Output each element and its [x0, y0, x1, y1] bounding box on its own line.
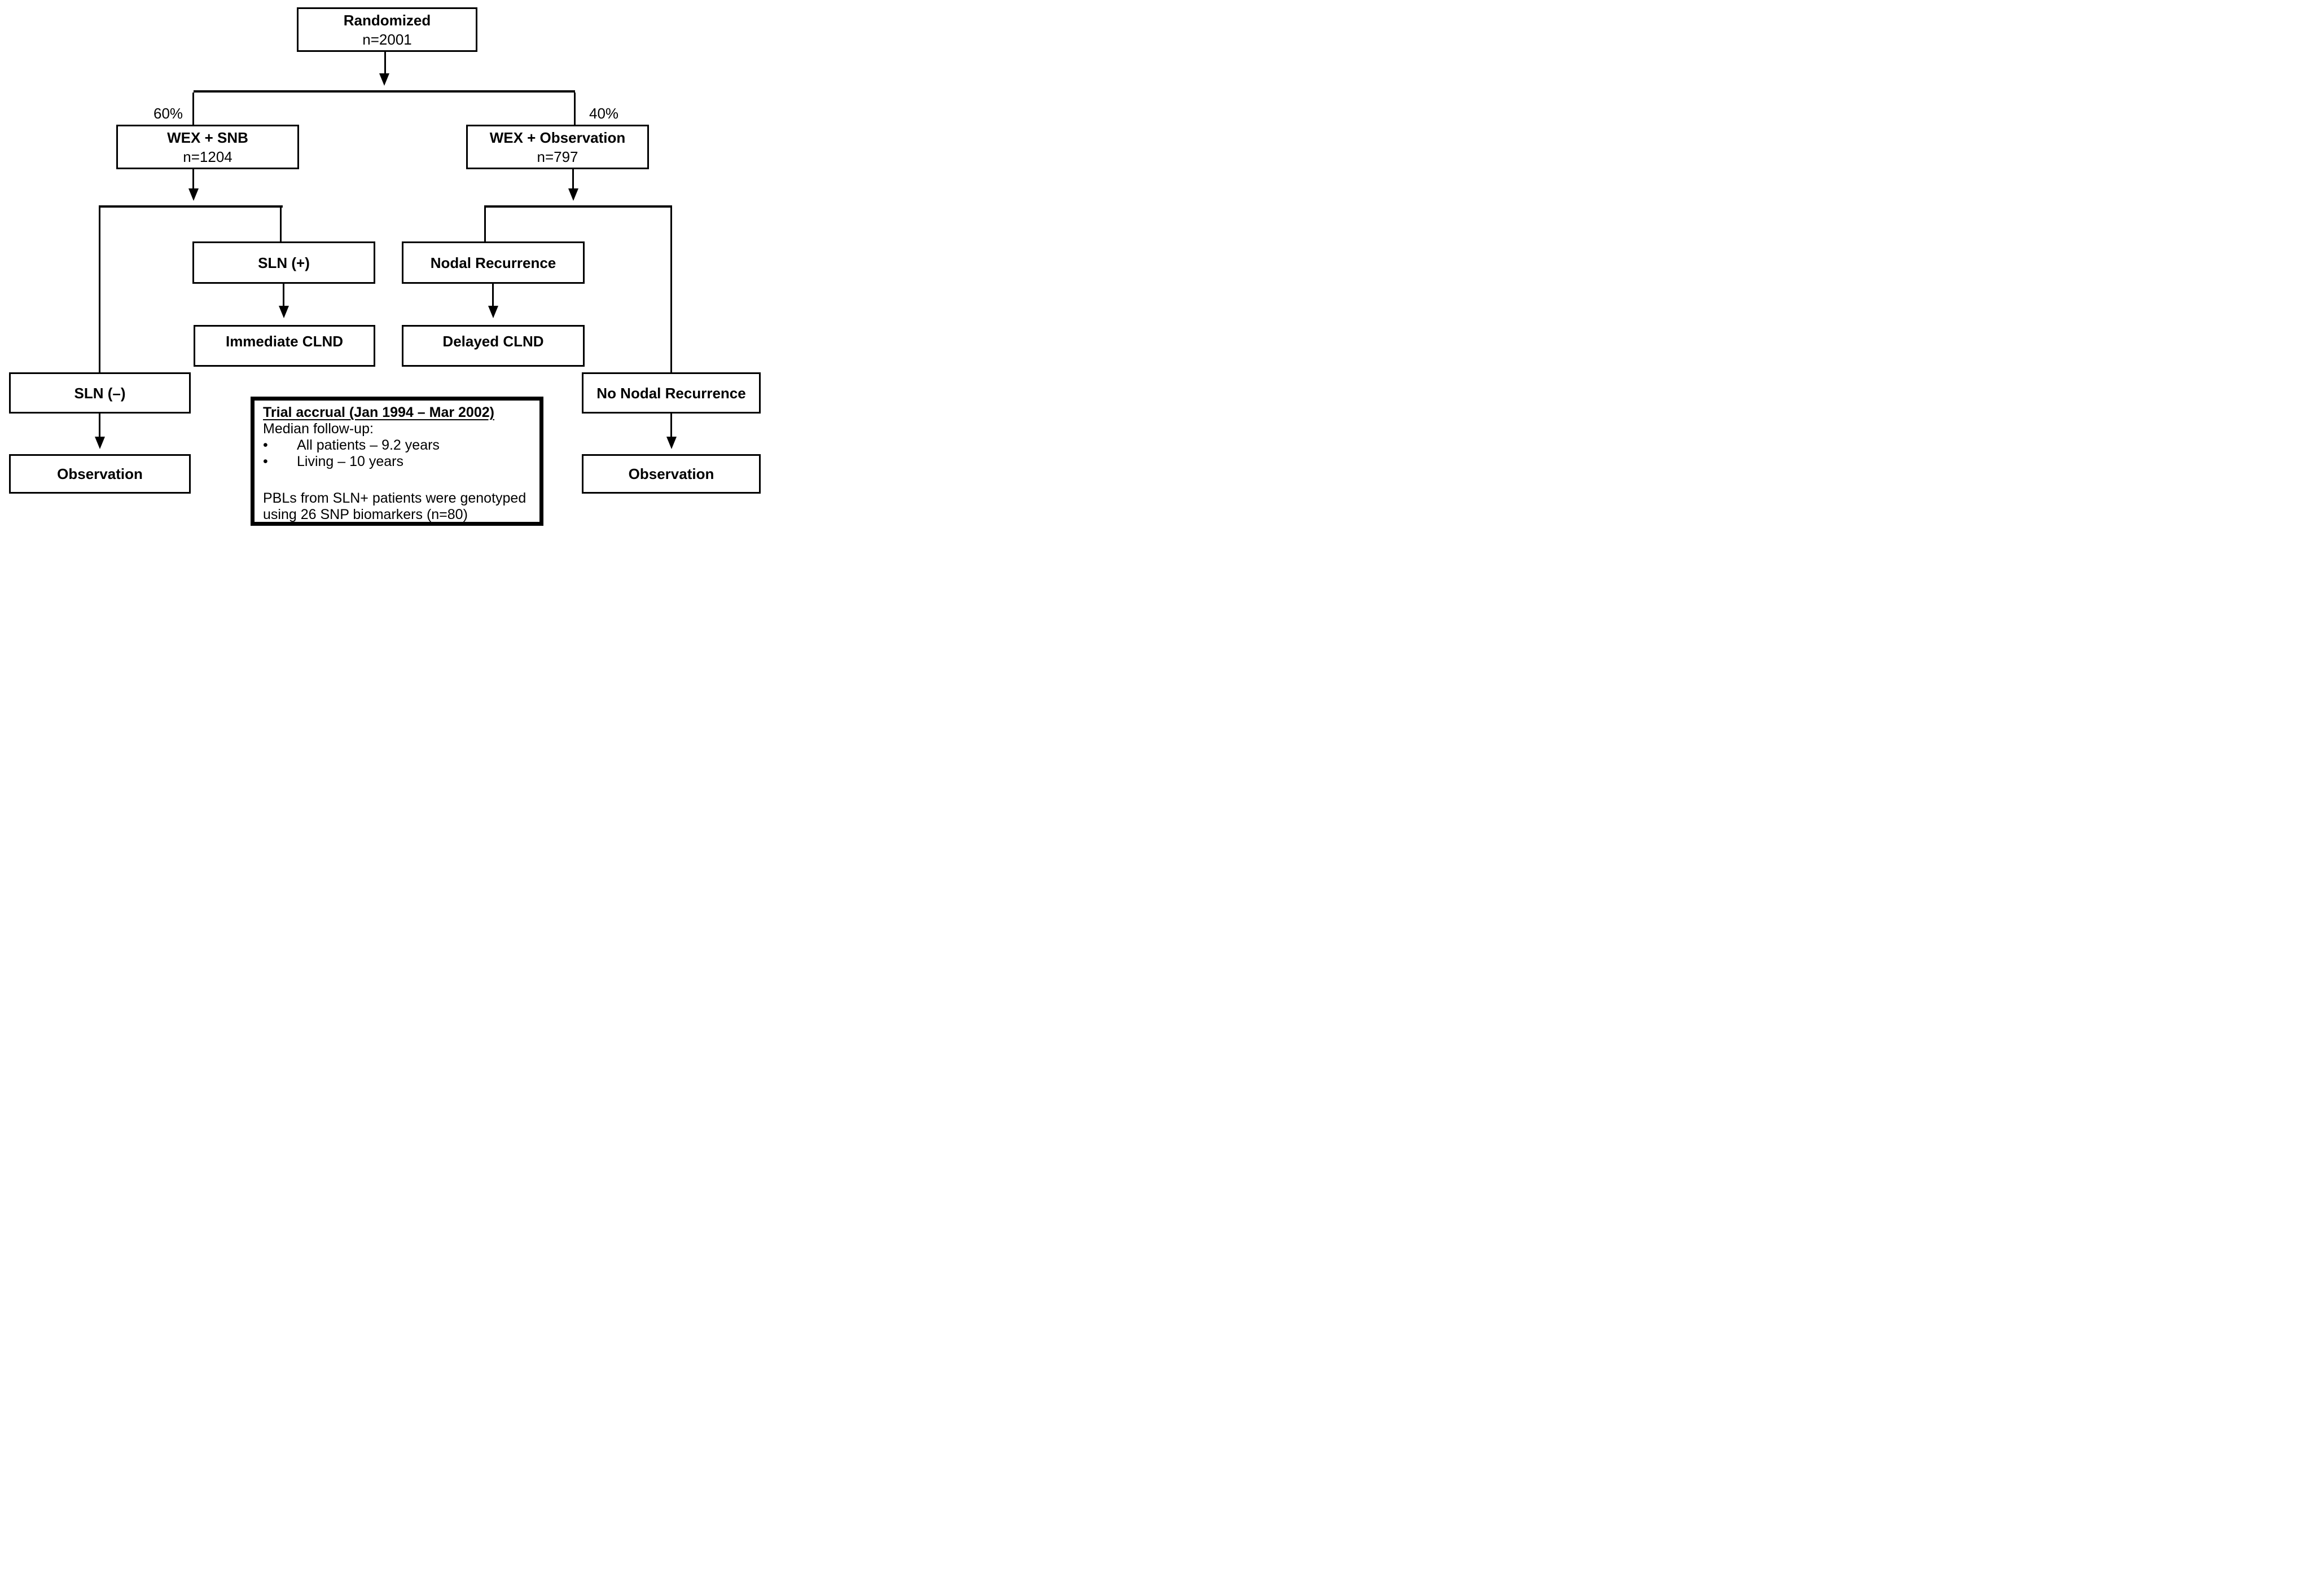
- node-randomized: Randomized n=2001: [297, 7, 477, 52]
- node-wex-observation: WEX + Observation n=797: [466, 125, 649, 169]
- arrowhead-wex-snb-icon: [188, 188, 199, 201]
- connector-nodal-recurrence-drop: [484, 208, 486, 241]
- node-sln-positive: SLN (+): [192, 241, 375, 284]
- note-bullet-all-patients: • All patients – 9.2 years: [263, 437, 534, 454]
- node-observation-right-label: Observation: [628, 465, 714, 482]
- connector-nodal-recurrence-stem: [492, 284, 494, 307]
- note-bullet-all-patients-text: All patients – 9.2 years: [297, 437, 440, 453]
- node-sln-positive-label: SLN (+): [258, 254, 310, 271]
- node-delayed-clnd: Delayed CLND: [402, 325, 585, 367]
- node-immediate-clnd: Immediate CLND: [194, 325, 375, 367]
- trial-accrual-note-box: Trial accrual (Jan 1994 – Mar 2002) Medi…: [251, 397, 543, 526]
- node-wex-observation-title: WEX + Observation: [489, 129, 626, 146]
- node-no-nodal-recurrence-label: No Nodal Recurrence: [596, 384, 746, 402]
- connector-sln-positive-stem: [283, 284, 284, 307]
- node-observation-right: Observation: [582, 454, 761, 494]
- arrowhead-wex-observation-icon: [568, 188, 578, 201]
- trial-flow-diagram: Randomized n=2001 60% 40% WEX + SNB n=12…: [0, 0, 766, 532]
- note-intro: Median follow-up:: [263, 421, 374, 437]
- connector-split1-crossbar: [194, 90, 575, 93]
- connector-wex-observation-stem: [572, 169, 574, 190]
- connector-sln-negative-drop: [99, 208, 100, 372]
- node-no-nodal-recurrence: No Nodal Recurrence: [582, 372, 761, 414]
- note-footer-line-1: PBLs from SLN+ patients were genotyped: [263, 490, 527, 506]
- connector-split1-right-drop: [574, 93, 576, 125]
- branch-label-40-percent: 40%: [589, 105, 619, 122]
- node-sln-negative-label: SLN (–): [74, 384, 126, 402]
- note-spacer: [263, 470, 534, 490]
- branch-label-60-percent: 60%: [153, 105, 183, 122]
- node-wex-snb: WEX + SNB n=1204: [116, 125, 299, 169]
- connector-wex-snb-stem: [192, 169, 194, 190]
- connector-randomized-stem: [384, 52, 386, 74]
- node-delayed-clnd-label: Delayed CLND: [442, 333, 544, 350]
- arrowhead-delayed-clnd-icon: [488, 306, 498, 318]
- connector-split2-left-crossbar: [99, 205, 283, 208]
- node-observation-left: Observation: [9, 454, 191, 494]
- bullet-icon: •: [263, 437, 268, 453]
- note-title: Trial accrual (Jan 1994 – Mar 2002): [263, 405, 494, 420]
- connector-sln-positive-drop: [280, 208, 282, 241]
- node-wex-snb-count: n=1204: [183, 148, 232, 165]
- note-bullet-living: • Living – 10 years: [263, 454, 534, 470]
- node-immediate-clnd-label: Immediate CLND: [225, 333, 344, 350]
- arrowhead-immediate-clnd-icon: [279, 306, 289, 318]
- connector-no-nodal-recurrence-drop: [670, 208, 672, 372]
- connector-split2-right-crossbar: [484, 205, 672, 208]
- connector-split1-left-drop: [192, 93, 194, 125]
- node-randomized-count: n=2001: [362, 30, 412, 48]
- node-nodal-recurrence-label: Nodal Recurrence: [430, 254, 556, 271]
- note-footer-line-2: using 26 SNP biomarkers (n=80): [263, 507, 468, 522]
- node-wex-observation-count: n=797: [537, 148, 578, 165]
- node-observation-left-label: Observation: [57, 465, 143, 482]
- node-wex-snb-title: WEX + SNB: [167, 129, 248, 146]
- node-randomized-title: Randomized: [343, 11, 431, 29]
- arrowhead-observation-left-icon: [95, 437, 105, 449]
- note-bullet-living-text: Living – 10 years: [297, 454, 404, 469]
- connector-sln-negative-stem: [99, 414, 100, 438]
- arrowhead-randomized-icon: [379, 73, 389, 86]
- connector-no-nodal-recurrence-stem: [670, 414, 672, 438]
- bullet-icon: •: [263, 454, 268, 469]
- arrowhead-observation-right-icon: [666, 437, 677, 449]
- node-nodal-recurrence: Nodal Recurrence: [402, 241, 585, 284]
- node-sln-negative: SLN (–): [9, 372, 191, 414]
